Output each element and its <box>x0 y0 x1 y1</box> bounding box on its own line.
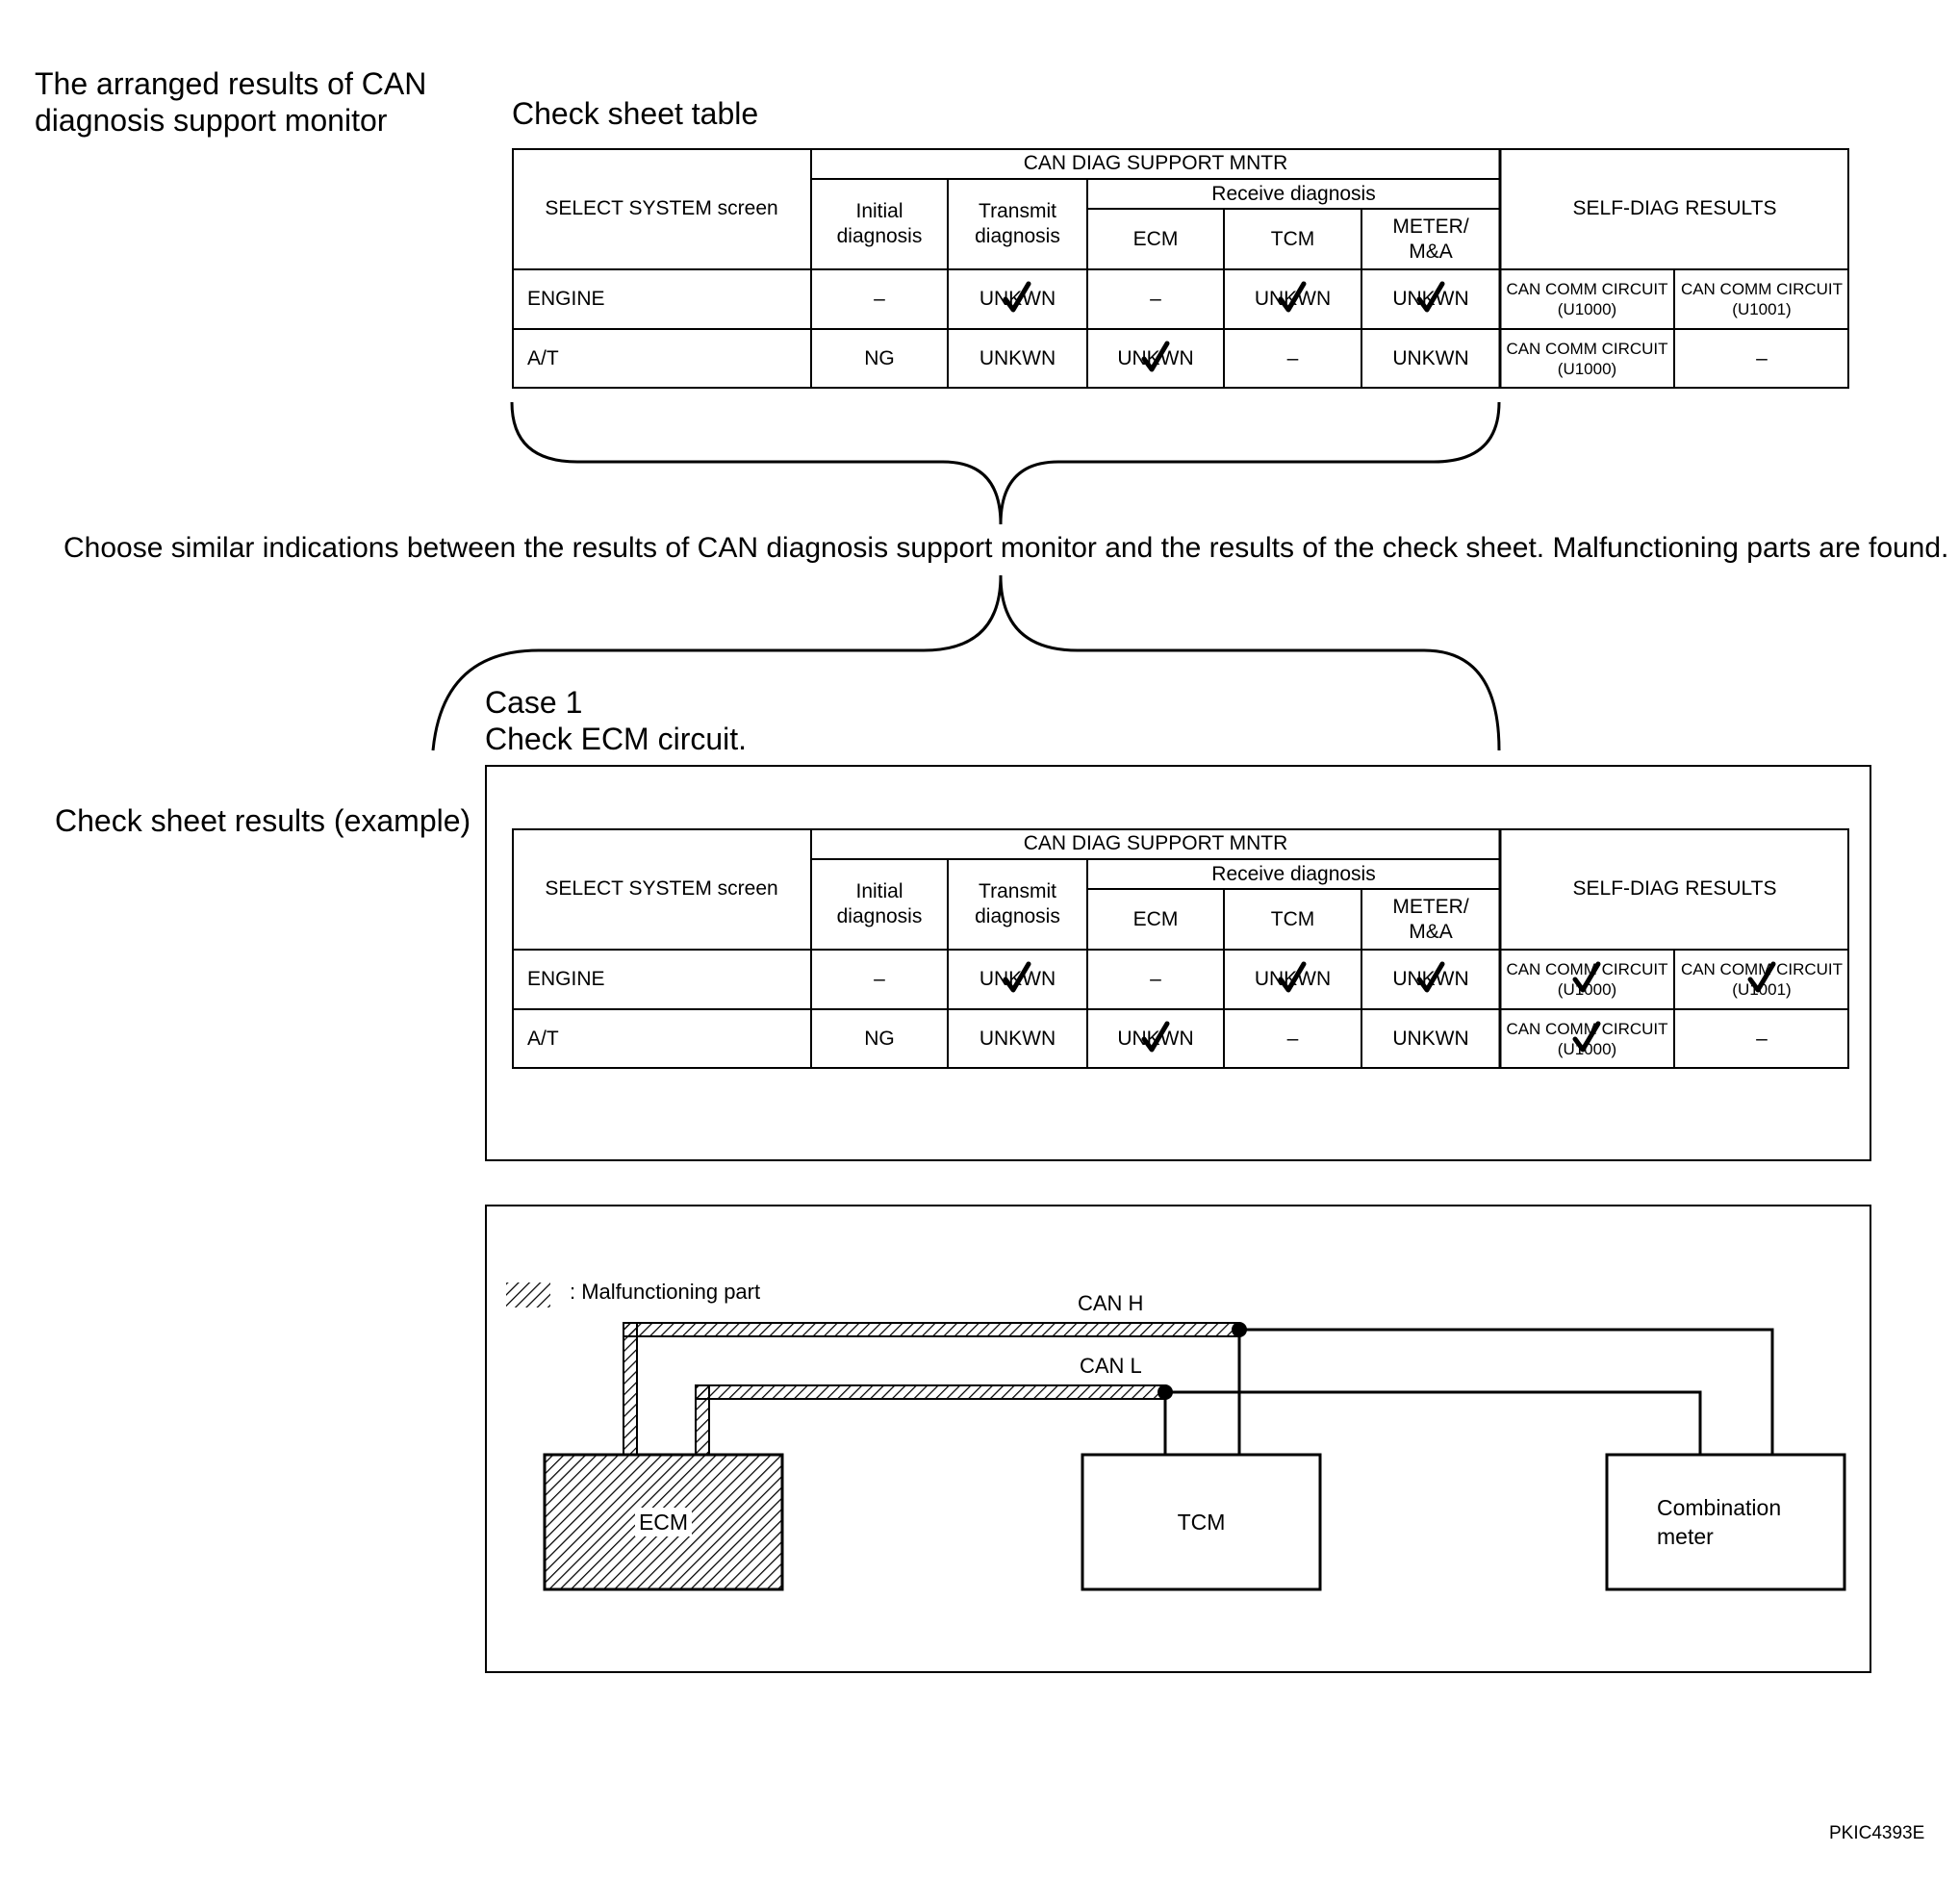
connector-braces <box>431 401 1501 751</box>
cell-at-self-diag-2: – <box>1756 347 1768 369</box>
check-mark-icon <box>1003 961 1031 993</box>
can-wiring-diagram <box>506 1282 1846 1591</box>
check-mark-icon <box>1572 961 1601 993</box>
header-ecm: ECM <box>1132 907 1179 930</box>
cell-engine-tcm: UNKWN <box>1224 950 1361 1009</box>
cell-at-meter: UNKWN <box>1392 1028 1469 1050</box>
check-mark-icon <box>1003 281 1031 313</box>
left-title: The arranged results of CAN diagnosis su… <box>35 65 426 139</box>
header-receive-diagnosis: Receive diagnosis <box>1211 182 1376 205</box>
check-mark-icon <box>1416 961 1445 993</box>
instruction-text: Choose similar indications between the r… <box>64 532 1949 564</box>
table-grid <box>512 148 1849 389</box>
check-mark-icon <box>1572 1021 1601 1053</box>
cell-at-self-diag-2: – <box>1756 1028 1768 1050</box>
table-grid <box>512 828 1849 1069</box>
can-l-wire <box>1165 1390 1702 1455</box>
header-receive-diagnosis: Receive diagnosis <box>1211 862 1376 885</box>
header-tcm: TCM <box>1270 227 1315 250</box>
tcm-label: TCM <box>1177 1510 1226 1535</box>
figure-code: PKIC4393E <box>1829 1823 1925 1843</box>
left-title-line1: The arranged results of CAN <box>35 66 427 101</box>
can-l-ecm-drop <box>695 1384 710 1456</box>
check-mark-icon <box>1416 281 1445 313</box>
header-tcm: TCM <box>1270 907 1315 930</box>
row-at-system: A/T <box>527 347 559 369</box>
header-self-diag: SELF-DIAG RESULTS <box>1572 877 1777 900</box>
header-select-system: SELECT SYSTEM screen <box>545 877 778 900</box>
example-panel <box>485 765 1871 1161</box>
cell-engine-initial: – <box>874 288 885 310</box>
row-at-system: A/T <box>527 1028 559 1050</box>
can-l-label: CAN L <box>1080 1354 1142 1378</box>
cell-at-tcm: – <box>1286 347 1299 369</box>
tcm-box <box>1081 1453 1322 1591</box>
cell-at-initial: NG <box>864 347 895 369</box>
check-mark-icon <box>1278 281 1307 313</box>
cell-at-transmit: UNKWN <box>979 1028 1056 1050</box>
can-h-wire <box>1239 1328 1774 1455</box>
can-l-junction <box>1158 1384 1173 1400</box>
case-instruction: Check ECM circuit. <box>485 722 748 756</box>
left-title-line2: diagnosis support monitor <box>35 103 388 138</box>
check-mark-icon <box>1278 961 1307 993</box>
hatch-legend-icon <box>506 1282 550 1307</box>
header-can-diag: CAN DIAG SUPPORT MNTR <box>1023 832 1288 854</box>
header-can-diag: CAN DIAG SUPPORT MNTR <box>1023 152 1288 174</box>
example-label: Check sheet results (example) <box>55 803 471 838</box>
cell-at-initial: NG <box>864 1028 895 1050</box>
cell-at-ecm: UNKWN <box>1087 329 1224 389</box>
header-select-system: SELECT SYSTEM screen <box>545 197 778 219</box>
check-sheet-table: SELECT SYSTEM screen CAN DIAG SUPPORT MN… <box>512 148 1849 389</box>
header-meter: METER/M&A <box>1392 895 1469 943</box>
ecm-label: ECM <box>545 1455 782 1589</box>
can-h-label: CAN H <box>1078 1291 1144 1315</box>
combination-meter-box <box>1605 1453 1846 1591</box>
malfunction-legend: : Malfunctioning part <box>570 1280 761 1304</box>
check-mark-icon <box>1141 1021 1170 1053</box>
diagram-panel <box>485 1205 1871 1673</box>
example-results-table: SELECT SYSTEM screen CAN DIAG SUPPORT MN… <box>512 828 1849 1069</box>
cell-engine-self-diag-1: CAN COMM CIRCUIT(U1000) <box>1506 280 1668 318</box>
can-h-ecm-drop <box>623 1322 638 1456</box>
cell-at-self-diag-1: CAN COMM CIRCUIT(U1000) <box>1506 1020 1668 1058</box>
cell-at-tcm: – <box>1286 1028 1299 1050</box>
upper-brace <box>510 401 1501 525</box>
header-meter: METER/M&A <box>1392 215 1469 263</box>
cell-engine-self-diag-2: CAN COMM CIRCUIT(U1001) <box>1680 280 1844 318</box>
check-mark-icon <box>1141 341 1170 372</box>
cell-engine-self-diag-1: CAN COMM CIRCUIT(U1000) <box>1506 960 1668 999</box>
cell-at-transmit: UNKWN <box>979 347 1056 369</box>
lower-brace <box>431 574 1501 751</box>
cell-at-ecm: UNKWN <box>1087 1009 1224 1069</box>
cell-engine-transmit: UNKWN <box>948 269 1087 329</box>
header-self-diag: SELF-DIAG RESULTS <box>1572 197 1777 219</box>
cell-engine-tcm: UNKWN <box>1224 269 1361 329</box>
can-h-malfunction-segment <box>623 1322 1240 1337</box>
check-sheet-table-title: Check sheet table <box>512 96 759 131</box>
cell-at-self-diag-1: CAN COMM CIRCUIT(U1000) <box>1506 340 1668 378</box>
row-engine-system: ENGINE <box>527 968 605 990</box>
cell-engine-ecm: – <box>1150 288 1161 310</box>
can-l-malfunction-segment <box>695 1384 1166 1400</box>
can-h-junction <box>1232 1322 1247 1337</box>
cell-engine-transmit: UNKWN <box>948 950 1087 1009</box>
cell-engine-meter: UNKWN <box>1361 950 1500 1009</box>
cell-engine-initial: – <box>874 968 885 990</box>
cell-engine-self-diag-2: CAN COMM CIRCUIT(U1001) <box>1680 960 1844 999</box>
cell-engine-meter: UNKWN <box>1361 269 1500 329</box>
check-mark-icon <box>1747 961 1776 993</box>
case-number: Case 1 <box>485 685 583 720</box>
cell-at-meter: UNKWN <box>1392 347 1469 369</box>
row-engine-system: ENGINE <box>527 288 605 310</box>
case-heading: Case 1 Check ECM circuit. <box>485 684 747 757</box>
cell-engine-ecm: – <box>1150 968 1161 990</box>
header-ecm: ECM <box>1132 227 1179 250</box>
